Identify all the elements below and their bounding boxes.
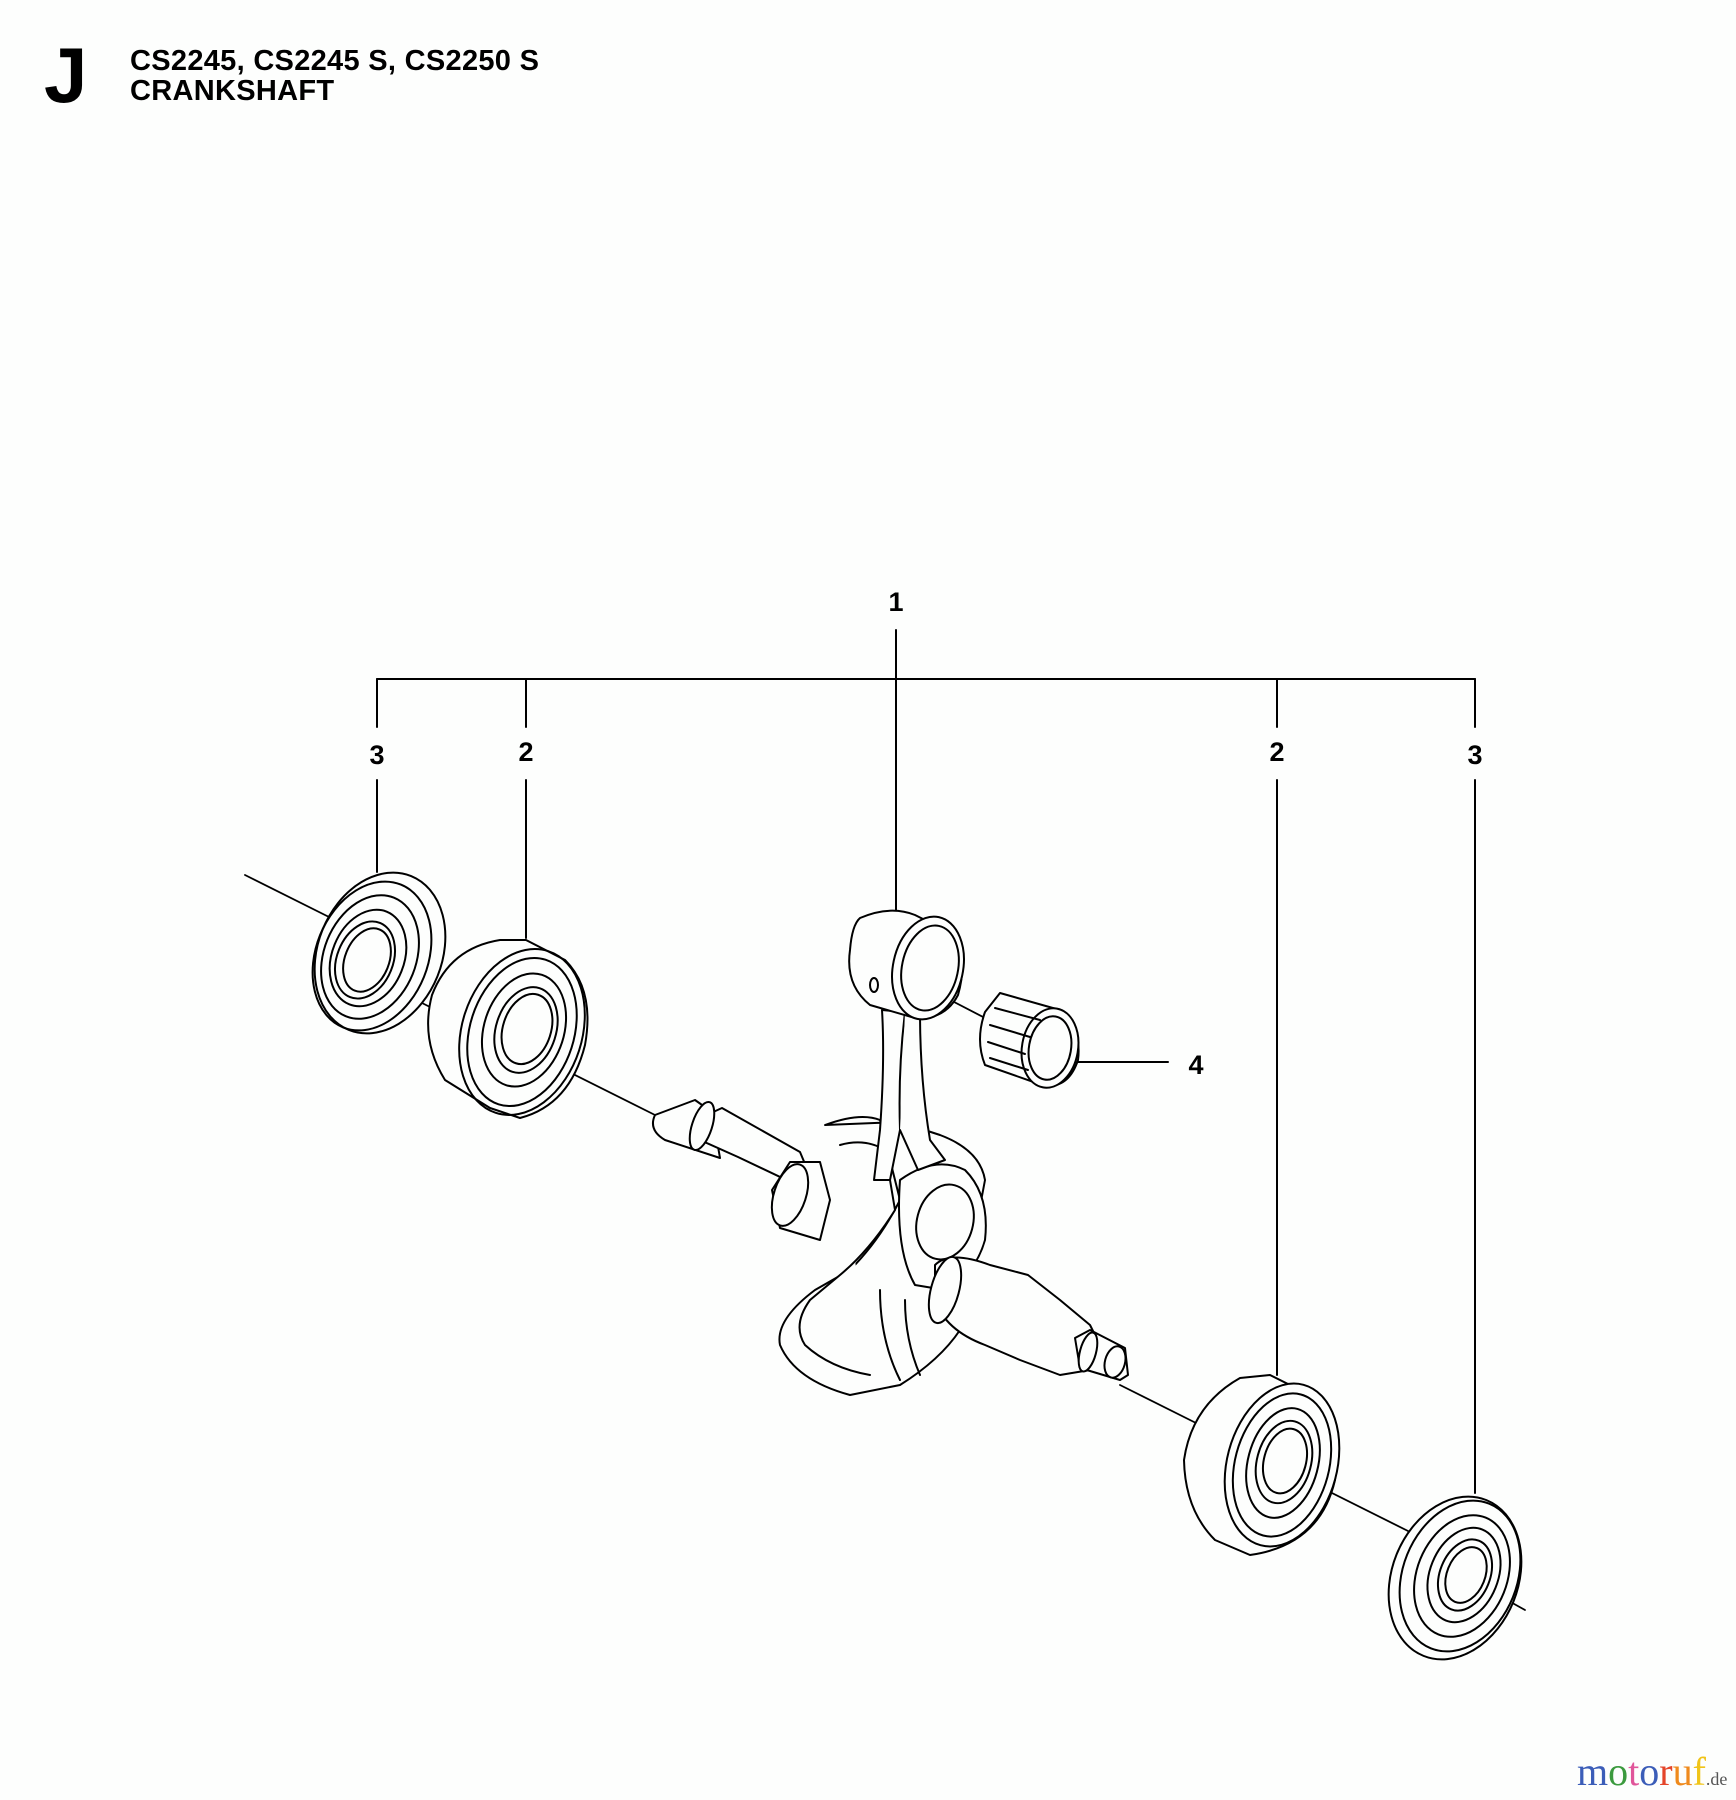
crankshaft-right-shaft	[927, 1255, 1129, 1381]
callout-4: 4	[1188, 1050, 1204, 1080]
watermark-letter: m	[1577, 1749, 1609, 1794]
watermark-letter: u	[1672, 1749, 1693, 1794]
watermark-tld: .de	[1705, 1769, 1728, 1789]
watermark-letter: o	[1608, 1749, 1629, 1794]
connecting-rod	[848, 909, 965, 1181]
watermark-letter: o	[1639, 1749, 1660, 1794]
page-title: CS2245, CS2245 S, CS2250 S CRANKSHAFT	[130, 46, 539, 106]
watermark-logo: motoruf.de	[1577, 1752, 1727, 1792]
callout-3-right: 3	[1467, 740, 1483, 770]
crankshaft-left-shaft	[652, 1099, 831, 1241]
oil-seal-left	[311, 871, 447, 1035]
crank-webs	[778, 1115, 987, 1396]
callout-1: 1	[888, 587, 904, 617]
oil-seal-right	[1387, 1495, 1523, 1661]
watermark-letter: r	[1659, 1749, 1673, 1794]
callout-2-left: 2	[518, 737, 534, 767]
section-letter: J	[44, 31, 88, 119]
model-list: CS2245, CS2245 S, CS2250 S	[130, 45, 540, 77]
ball-bearing-right	[1183, 1374, 1341, 1556]
watermark-letter: t	[1628, 1749, 1640, 1794]
callout-3-left: 3	[369, 740, 385, 770]
ball-bearing-left	[427, 939, 589, 1119]
assembly-name: CRANKSHAFT	[130, 75, 335, 107]
callout-leaders	[376, 629, 1476, 1494]
callout-2-right: 2	[1269, 737, 1285, 767]
watermark-letter: f	[1692, 1749, 1706, 1794]
needle-bearing	[979, 992, 1080, 1089]
